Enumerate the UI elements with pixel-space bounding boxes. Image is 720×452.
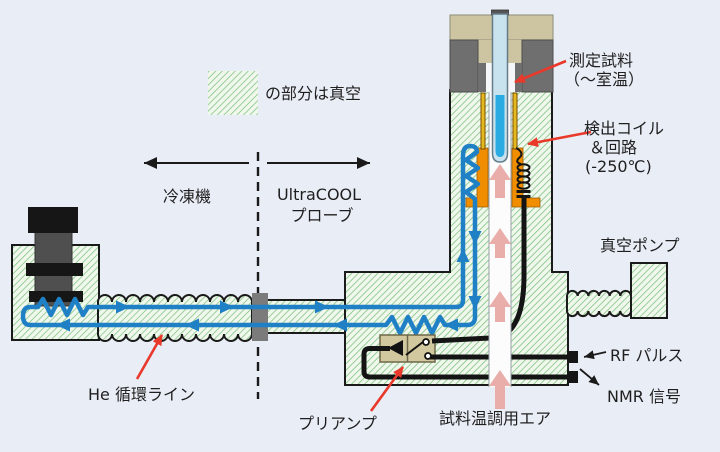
he-flow-arrow-left: [185, 318, 199, 332]
label-probe-section-1: UltraCOOL: [277, 185, 361, 204]
he-flow-arrows: [56, 231, 482, 332]
preamp-switch-contact: [424, 352, 432, 360]
air-flow-arrows: [489, 164, 511, 409]
preamp-amplifier: [388, 340, 403, 356]
air-flow-arrow: [489, 228, 511, 258]
label-refrigerator-section: 冷凍機: [163, 187, 211, 206]
magnet-bore-right: [521, 39, 554, 93]
he-circulation-line: [20, 143, 481, 336]
label-sample-1: 測定試料: [569, 51, 633, 70]
preamp-annotation-arrow: [369, 366, 405, 412]
he-flow-arrow-left: [333, 318, 347, 332]
legend-label: の部分は真空: [265, 84, 361, 103]
magnet-bore-step-left: [478, 63, 486, 92]
cold-head-flange-lower: [29, 291, 83, 302]
rf-annotation-arrow: [583, 350, 607, 360]
magnet-bore-left: [449, 39, 479, 93]
coil-circuit-wire: [515, 147, 523, 165]
label-probe-section-2: プローブ: [290, 206, 353, 225]
label-preamp: プリアンプ: [298, 414, 377, 433]
label-coil-1: 検出コイル: [584, 119, 664, 138]
transfer-line-coupling: [252, 293, 268, 341]
air-flow-arrow: [489, 164, 511, 198]
sample-annotation-arrow: [514, 59, 567, 84]
cold-head-flange-upper: [26, 263, 83, 276]
cold-head-cap: [28, 207, 78, 233]
magnet-bore-step-right: [515, 63, 522, 92]
preamp-switch-lever: [405, 341, 424, 356]
he-flow-arrow-right: [315, 300, 329, 314]
label-sample-2: （～室温）: [564, 70, 644, 89]
detection-coil-lead-left: [480, 92, 486, 150]
nmr-connector: [567, 371, 578, 383]
label-coil-3: (-250℃): [585, 157, 652, 176]
label-he-line: He 循環ライン: [88, 385, 195, 404]
label-coil-2: ＆回路: [589, 138, 637, 157]
vacuum-pump-body: [630, 262, 668, 319]
rf-connector: [567, 351, 578, 363]
he-flow-arrow-down: [468, 231, 482, 245]
he-flow-arrow-down: [468, 296, 482, 310]
heline-annotation-arrow: [135, 334, 164, 380]
capacitor-symbol: [516, 190, 531, 198]
he-flow-arrow-right: [220, 300, 234, 314]
air-flow-arrow: [489, 291, 511, 322]
sample-liquid: [495, 95, 505, 157]
vacuum-pump-bellows: [565, 289, 633, 318]
he-flow-arrow-left: [444, 318, 458, 332]
nmr-signal-cable: [361, 346, 567, 380]
label-vacuum-pump: 真空ポンプ: [600, 236, 680, 255]
air-flow-arrow: [489, 370, 511, 409]
flexible-transfer-hose: [97, 294, 253, 342]
he-flow-arrow-right: [116, 300, 130, 314]
coil-annotation-arrow: [527, 130, 592, 148]
inductor-symbol: [516, 163, 531, 190]
he-flow-arrow-up: [456, 248, 470, 262]
nmr-annotation-arrow: [579, 368, 600, 386]
legend-vacuum-swatch: [208, 71, 258, 115]
label-nmr-signal: NMR 信号: [607, 387, 681, 406]
he-flow-arrow-left: [56, 318, 70, 332]
label-rf-pulse: RF パルス: [610, 346, 683, 365]
label-air: 試料温調用エア: [439, 409, 551, 428]
detection-coil-lead-right: [512, 92, 518, 150]
preamp-switch-contact: [422, 338, 430, 346]
